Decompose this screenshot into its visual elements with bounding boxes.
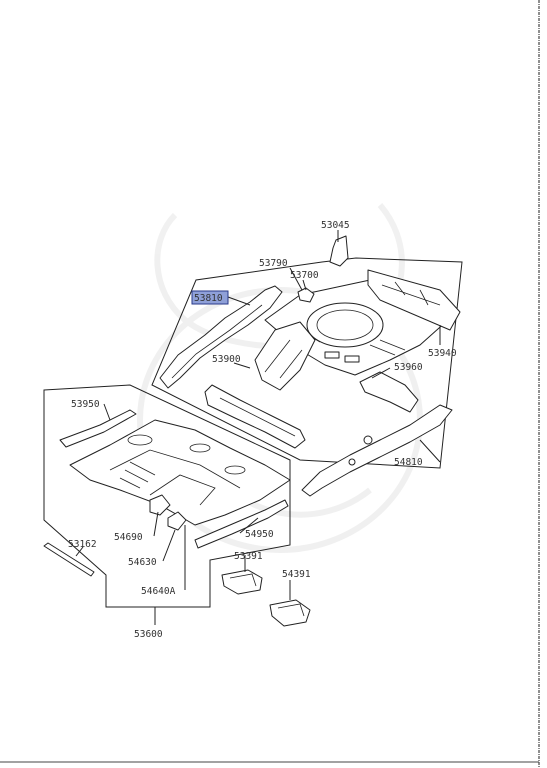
label-53900: 53900 [212,354,241,365]
label-54640a: 54640A [141,586,176,597]
label-54630: 54630 [128,557,157,568]
label-53045: 53045 [321,220,350,231]
label-53700: 53700 [290,270,319,281]
side-member-53810 [159,285,283,389]
cross-member-53900 [204,384,306,449]
bracket-53045 [329,235,349,267]
sill-54950 [194,499,289,549]
center-rail [254,321,316,391]
label-53810-highlight[interactable] [191,290,229,305]
label-53162: 53162 [68,539,97,550]
floor-member-54630 [167,511,187,531]
label-53940: 53940 [428,348,457,359]
label-53950: 53950 [71,399,100,410]
rear-rail-54810 [301,404,453,497]
clip-53790 [297,287,315,303]
strip-53162 [43,542,95,577]
label-53810[interactable]: 53810 [194,293,223,304]
label-53790: 53790 [259,258,288,269]
label-53960: 53960 [394,362,423,373]
sill-53950 [59,409,137,448]
label-54391: 54391 [282,569,311,580]
label-54950: 54950 [245,529,274,540]
side-rail-53960 [359,371,419,413]
label-53391: 53391 [234,551,263,562]
bracket-53391 [221,569,263,595]
front-floor-group-outline [43,384,291,608]
floor-member-54690 [149,494,171,516]
label-54690: 54690 [114,532,143,543]
rear-end-panel [367,269,461,331]
leader-lines [75,230,441,625]
rear-floor-group-outline [151,257,463,469]
label-53600: 53600 [134,629,163,640]
bracket-54391 [269,599,311,627]
front-floor-pan [69,419,291,526]
label-54810: 54810 [394,457,423,468]
